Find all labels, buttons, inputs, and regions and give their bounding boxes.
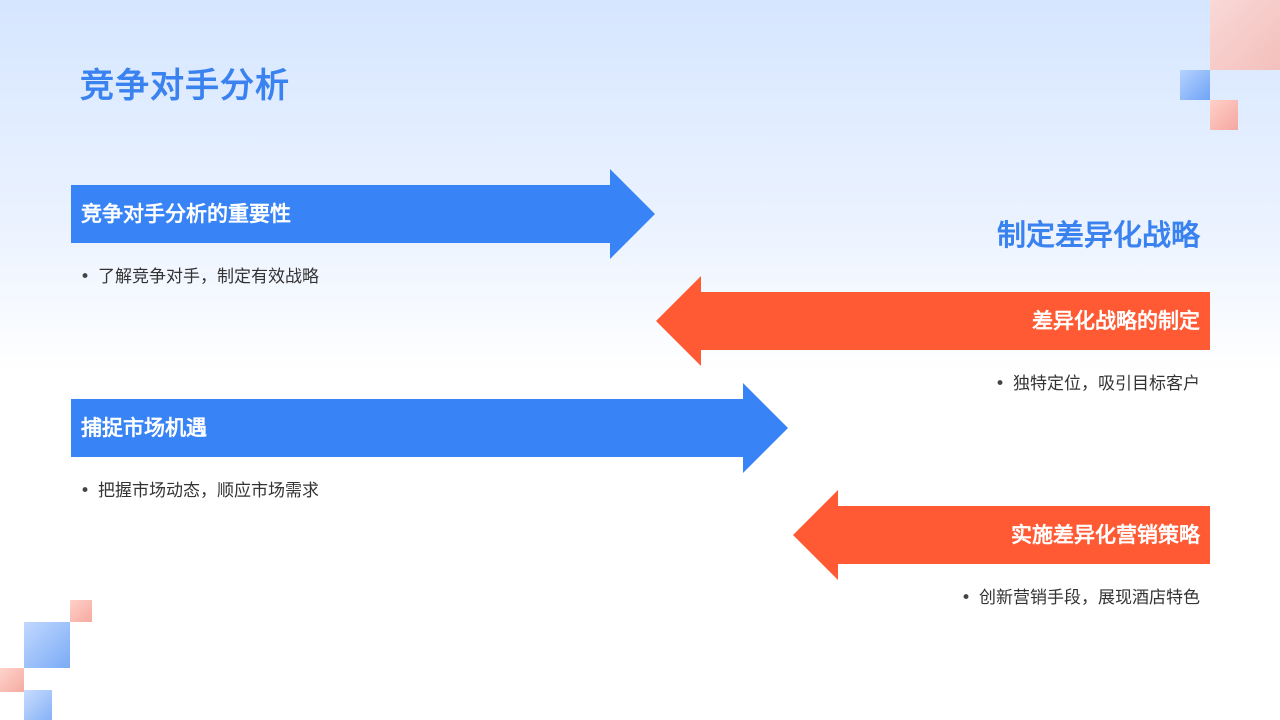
arrow-left-shape xyxy=(656,276,1210,366)
bullet-text-2: 独特定位，吸引目标客户 xyxy=(1013,374,1200,394)
bullet-text-4: 创新营销手段，展现酒店特色 xyxy=(979,588,1200,608)
arrow-right-shape xyxy=(71,169,655,259)
arrow-item-2: 差异化战略的制定 xyxy=(656,276,1210,366)
bullet-dot-icon: • xyxy=(80,267,91,287)
decor-square-pink-edge xyxy=(0,668,24,692)
arrow-item-4: 实施差异化营销策略 xyxy=(793,490,1210,580)
page-title: 竞争对手分析 xyxy=(80,66,290,106)
decor-square-blue-large xyxy=(24,622,70,668)
bullet-dot-icon: • xyxy=(960,588,971,608)
arrow-left-shape xyxy=(793,490,1210,580)
bullet-item-4: • 创新营销手段，展现酒店特色 xyxy=(961,583,1200,608)
decor-square-blue-edge xyxy=(24,690,52,720)
decor-square-pink-small xyxy=(1210,100,1238,130)
bullet-dot-icon: • xyxy=(994,374,1005,394)
arrow-label-2: 差异化战略的制定 xyxy=(1032,309,1200,333)
arrow-label-1: 竞争对手分析的重要性 xyxy=(81,202,291,226)
bullet-text-1: 了解竞争对手，制定有效战略 xyxy=(98,267,320,287)
decor-square-pink-large xyxy=(1210,0,1280,70)
bullet-item-3: • 把握市场动态，顺应市场需求 xyxy=(80,476,319,501)
arrow-label-4: 实施差异化营销策略 xyxy=(1011,523,1200,547)
arrow-label-3: 捕捉市场机遇 xyxy=(81,416,207,440)
arrow-right-shape xyxy=(71,383,788,473)
decor-square-pink-tiny xyxy=(70,600,92,622)
arrow-item-3: 捕捉市场机遇 xyxy=(71,383,788,473)
arrow-item-1: 竞争对手分析的重要性 xyxy=(71,169,655,259)
bullet-item-2: • 独特定位，吸引目标客户 xyxy=(995,369,1200,394)
section-subtitle: 制定差异化战略 xyxy=(996,218,1200,252)
bullet-text-3: 把握市场动态，顺应市场需求 xyxy=(98,481,320,501)
decor-square-blue xyxy=(1180,70,1210,100)
bullet-dot-icon: • xyxy=(80,481,91,501)
bullet-item-1: • 了解竞争对手，制定有效战略 xyxy=(80,262,319,287)
